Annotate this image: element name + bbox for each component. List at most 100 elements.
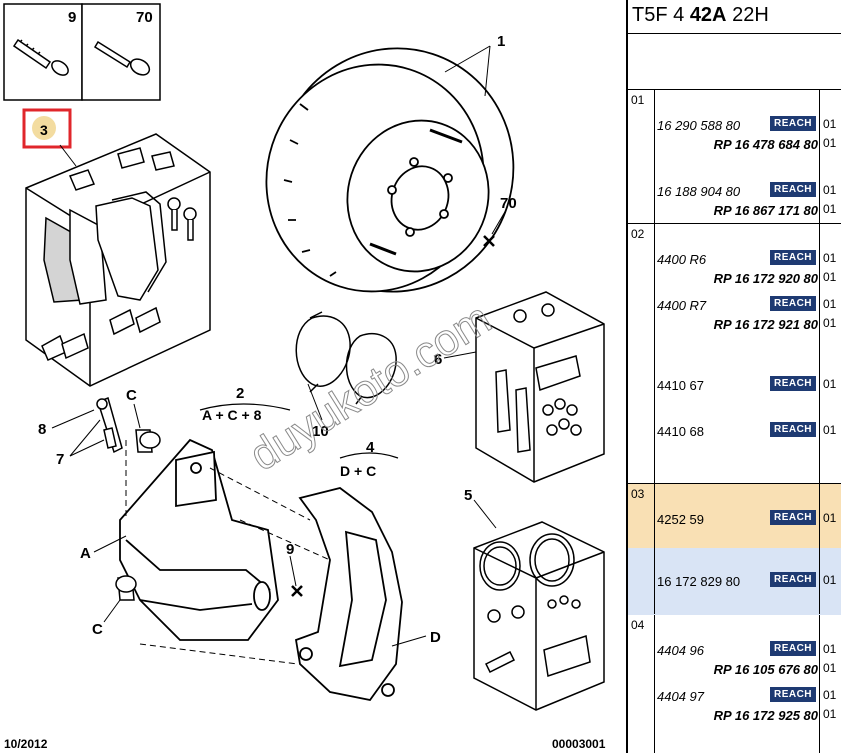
part-reference[interactable]: 4400 R7: [657, 298, 707, 313]
cross-marker: [291, 235, 495, 597]
replacement-reference[interactable]: RP 16 478 684 80: [713, 137, 818, 152]
callout-c-bottom: C: [92, 621, 103, 638]
screw-box-9[interactable]: [3, 3, 83, 101]
replacement-quantity: 01: [823, 202, 837, 216]
replacement-reference[interactable]: RP 16 867 171 80: [713, 203, 818, 218]
callout-9: 9: [286, 541, 294, 558]
column-divider: [819, 615, 820, 753]
column-divider: [819, 90, 820, 223]
part-reference[interactable]: 4410 68: [657, 424, 704, 439]
column-divider: [819, 484, 820, 614]
part-quantity: 01: [823, 642, 837, 656]
part-row[interactable]: 4410 67 REACH 01: [628, 376, 841, 400]
column-divider: [654, 484, 655, 614]
part-row[interactable]: 16 188 904 80 REACH 01 RP 16 867 171 80 …: [628, 182, 841, 226]
callout-10: 10: [312, 423, 329, 440]
model-title: T5F 4 42A 22H: [628, 0, 841, 34]
reach-badge[interactable]: REACH: [770, 422, 816, 437]
reach-badge[interactable]: REACH: [770, 572, 816, 587]
part-row[interactable]: 4400 R7 REACH 01 RP 16 172 921 80 01: [628, 296, 841, 340]
model-title-code: 42A: [689, 4, 727, 26]
replacement-quantity: 01: [823, 316, 837, 330]
column-divider: [654, 90, 655, 223]
replacement-reference[interactable]: RP 16 172 925 80: [713, 708, 818, 723]
part-group-01: 01 16 290 588 80 REACH 01 RP 16 478 684 …: [628, 90, 841, 224]
reach-badge[interactable]: REACH: [770, 376, 816, 391]
guide-pin-kit[interactable]: [475, 291, 605, 483]
group-number: 01: [631, 93, 645, 107]
callout-6: 6: [434, 351, 442, 368]
callout-a: A: [80, 545, 91, 562]
seal-kit[interactable]: [473, 521, 605, 711]
part-reference[interactable]: 4404 97: [657, 689, 704, 704]
brake-disc[interactable]: [237, 18, 545, 323]
part-reference[interactable]: 4400 R6: [657, 252, 707, 267]
screw-icon: [93, 40, 151, 76]
reach-badge[interactable]: REACH: [770, 641, 816, 656]
replacement-reference[interactable]: RP 16 172 920 80: [713, 271, 818, 286]
callout-c-top: C: [126, 387, 137, 404]
part-row[interactable]: 4410 68 REACH 01: [628, 422, 841, 446]
replacement-quantity: 01: [823, 136, 837, 150]
caliper-bracket[interactable]: [294, 487, 403, 701]
reach-badge[interactable]: REACH: [770, 296, 816, 311]
diagram-date: 10/2012: [4, 737, 48, 751]
screw-box-70[interactable]: [81, 3, 161, 101]
reach-badge[interactable]: REACH: [770, 250, 816, 265]
callout-box-3[interactable]: [22, 108, 72, 149]
callout-70: 70: [500, 195, 517, 212]
part-reference[interactable]: 16 172 829 80: [657, 574, 741, 589]
part-quantity: 01: [823, 573, 837, 587]
caliper-bolt[interactable]: [115, 429, 161, 601]
callout-5: 5: [464, 487, 472, 504]
brake-pad-kit[interactable]: [25, 133, 211, 387]
column-divider: [654, 224, 655, 483]
part-reference[interactable]: 4252 59: [657, 512, 704, 527]
part-row[interactable]: 16 290 588 80 REACH 01 RP 16 478 684 80 …: [628, 116, 841, 160]
screw-icon: [12, 38, 69, 76]
part-quantity: 01: [823, 117, 837, 131]
part-quantity: 01: [823, 377, 837, 391]
reach-badge[interactable]: REACH: [770, 116, 816, 131]
callout-3: 3: [40, 122, 48, 138]
part-quantity: 01: [823, 297, 837, 311]
callout-4: 4: [366, 439, 375, 456]
callout-2: 2: [236, 385, 244, 402]
callout-9-box: 9: [68, 9, 76, 26]
exploded-diagram: 9 70 3 1 70 6 5 10 2 A + C + 8 4 D + C 8…: [3, 3, 606, 751]
group-number: 04: [631, 618, 645, 632]
reach-badge[interactable]: REACH: [770, 510, 816, 525]
reach-badge[interactable]: REACH: [770, 687, 816, 702]
callout-70-box: 70: [136, 9, 153, 26]
part-quantity: 01: [823, 183, 837, 197]
callout-8: 8: [38, 421, 46, 438]
reach-badge[interactable]: REACH: [770, 182, 816, 197]
replacement-reference[interactable]: RP 16 105 676 80: [713, 662, 818, 677]
group-number: 03: [631, 487, 645, 501]
callout-badge-3: [32, 116, 56, 140]
part-group-03: 03 4252 59 REACH 01 16 172 829 80 REACH …: [628, 484, 841, 615]
part-row[interactable]: 4400 R6 REACH 01 RP 16 172 920 80 01: [628, 250, 841, 294]
group-number: 02: [631, 227, 645, 241]
retaining-springs[interactable]: [295, 311, 397, 405]
part-reference[interactable]: 16 188 904 80: [657, 184, 741, 199]
part-group-04: 04 4404 96 REACH 01 RP 16 105 676 80 01 …: [628, 615, 841, 753]
part-row[interactable]: 4404 97 REACH 01 RP 16 172 925 80 01: [628, 687, 841, 731]
part-quantity: 01: [823, 423, 837, 437]
part-reference[interactable]: 16 290 588 80: [657, 118, 741, 133]
part-reference[interactable]: 4404 96: [657, 643, 704, 658]
brake-caliper[interactable]: [119, 438, 279, 641]
replacement-reference[interactable]: RP 16 172 921 80: [713, 317, 818, 332]
parts-panel: T5F 4 42A 22H 01 16 290 588 80 REACH 01 …: [626, 0, 841, 753]
assembly-outline: [125, 440, 331, 665]
model-title-suffix: 22H: [732, 4, 769, 26]
part-reference[interactable]: 4410 67: [657, 378, 704, 393]
bleed-screw[interactable]: [96, 396, 123, 454]
part-row[interactable]: 4404 96 REACH 01 RP 16 105 676 80 01: [628, 641, 841, 685]
diagram-docnum: 00003001: [552, 737, 606, 751]
part-quantity: 01: [823, 511, 837, 525]
part-row[interactable]: 4252 59 REACH 01: [628, 510, 841, 534]
part-row[interactable]: 16 172 829 80 REACH 01: [628, 572, 841, 596]
panel-spacer: [628, 34, 841, 90]
column-divider: [654, 615, 655, 753]
